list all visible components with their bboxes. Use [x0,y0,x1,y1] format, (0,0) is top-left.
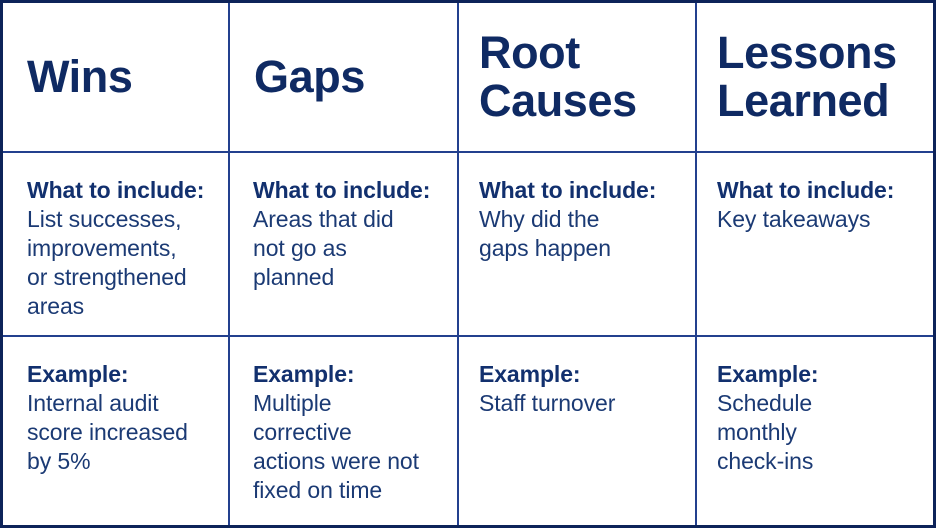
example-text: Multiple corrective actions were not fix… [253,390,419,503]
include-label: What to include: [717,177,895,203]
header-cell-lessons-learned: Lessons Learned [697,3,933,153]
column-header-label: Lessons Learned [717,27,897,126]
include-text: Areas that did not go as planned [253,206,394,290]
include-label: What to include: [253,177,431,203]
include-cell-wins: What to include: List successes, improve… [3,153,230,337]
example-label: Example: [479,361,581,387]
example-label: Example: [253,361,355,387]
example-cell-lessons-learned: Example: Schedule monthly check-ins [697,337,933,525]
example-cell-gaps: Example: Multiple corrective actions wer… [230,337,459,525]
column-header-label: Root Causes [479,27,637,126]
include-cell-root-causes: What to include: Why did the gaps happen [459,153,697,337]
include-label: What to include: [27,177,205,203]
example-text: Schedule monthly check-ins [717,390,814,474]
example-cell-root-causes: Example: Staff turnover [459,337,697,525]
include-cell-lessons-learned: What to include: Key takeaways [697,153,933,337]
include-text: Why did the gaps happen [479,206,611,261]
example-text: Internal audit score increased by 5% [27,390,188,474]
example-cell-wins: Example: Internal audit score increased … [3,337,230,525]
example-text: Staff turnover [479,390,616,416]
matrix-grid: Wins Gaps Root Causes Lessons Learned Wh… [3,3,933,525]
include-text: Key takeaways [717,206,871,232]
example-label: Example: [717,361,819,387]
example-label: Example: [27,361,129,387]
column-header-label: Gaps [254,51,365,102]
header-cell-gaps: Gaps [230,3,459,153]
header-cell-wins: Wins [3,3,230,153]
include-label: What to include: [479,177,657,203]
include-text: List successes, improvements, or strengt… [27,206,187,319]
header-cell-root-causes: Root Causes [459,3,697,153]
column-header-label: Wins [27,51,133,102]
include-cell-gaps: What to include: Areas that did not go a… [230,153,459,337]
